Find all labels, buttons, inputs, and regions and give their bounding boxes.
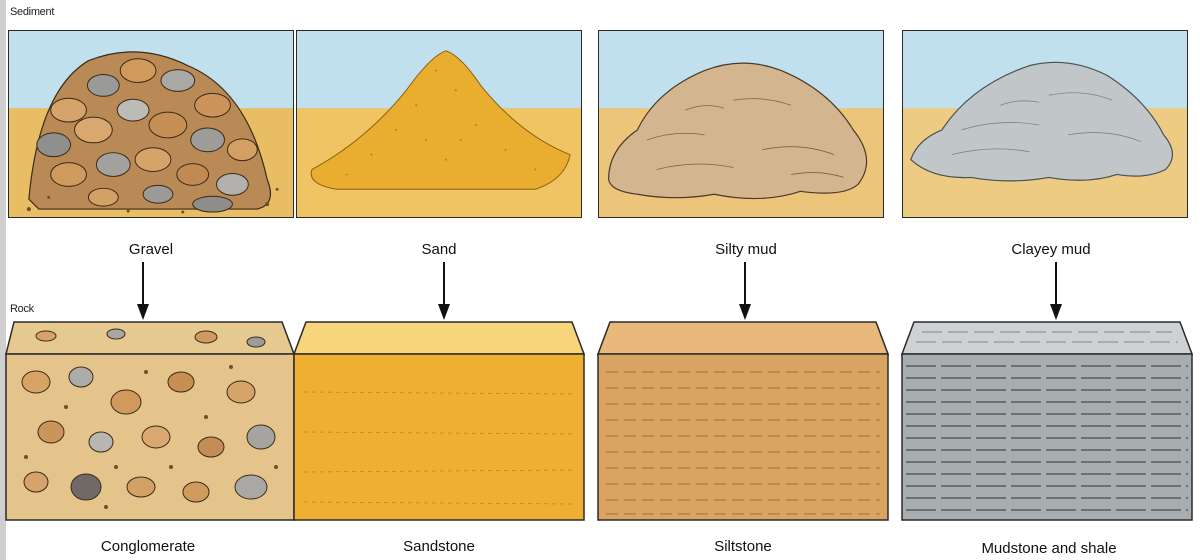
clayey-mud-pile-illustration	[903, 31, 1187, 217]
mudstone-shale-block-illustration	[902, 322, 1192, 522]
sandstone-block-illustration	[294, 322, 584, 522]
conglomerate-block	[6, 322, 296, 522]
siltstone-block-illustration	[598, 322, 888, 522]
sandstone-block	[294, 322, 584, 522]
rock-row-label: Rock	[10, 303, 34, 315]
conglomerate-label: Conglomerate	[48, 538, 248, 555]
mudstone-shale-block	[902, 322, 1192, 522]
down-arrow-icon	[137, 262, 149, 320]
silty-mud-label: Silty mud	[646, 241, 846, 258]
down-arrow-icon	[739, 262, 751, 320]
sandstone-label: Sandstone	[339, 538, 539, 555]
mudstone-shale-label: Mudstone and shale	[949, 540, 1149, 557]
sediment-row-label: Sediment	[10, 6, 54, 18]
down-arrow-icon	[1050, 262, 1062, 320]
silty-mud-pile-illustration	[599, 31, 883, 217]
conglomerate-block-illustration	[6, 322, 296, 522]
clayey-mud-panel	[902, 30, 1188, 218]
siltstone-label: Siltstone	[643, 538, 843, 555]
sand-label: Sand	[339, 241, 539, 258]
sand-pile-illustration	[297, 31, 581, 217]
sand-panel	[296, 30, 582, 218]
gravel-label: Gravel	[51, 241, 251, 258]
clayey-mud-label: Clayey mud	[951, 241, 1151, 258]
silty-mud-panel	[598, 30, 884, 218]
gravel-pile-illustration	[9, 31, 293, 217]
down-arrow-icon	[438, 262, 450, 320]
siltstone-block	[598, 322, 888, 522]
gravel-panel	[8, 30, 294, 218]
